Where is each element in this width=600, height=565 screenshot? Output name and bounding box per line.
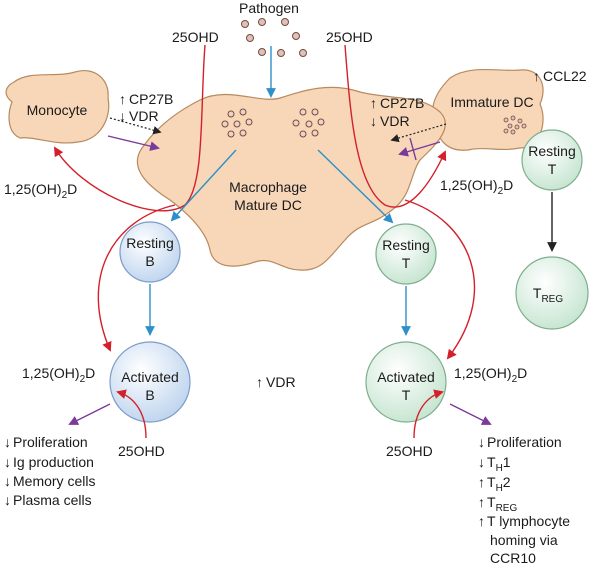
monocyte-cell [5,70,110,144]
macrophage-label-line1: Macrophage [229,179,307,195]
vdr-left-arrow: ↓ [119,108,126,124]
activated-b-effects-arrow [68,403,111,425]
resting-b-label-line2: B [145,253,154,269]
macrophage-vacuoles-left [221,108,253,138]
activated-b-label-line1: Activated [121,369,179,385]
vdr-center-label: VDR [266,374,296,390]
ohd-right-top-label: 25OHD [326,29,373,45]
cp27b-right-arrow: ↑ [370,95,377,111]
b-cell-effects-list: ↓Proliferation ↓Ig production ↓Memory ce… [4,434,95,508]
ohd-right-bottom-arrow [413,389,444,439]
resting-t-label-line2: T [402,255,411,271]
cp27b-left-label: CP27B [129,91,173,107]
ohd-left-bottom-label: 25OHD [118,443,165,459]
immature-dc-dotted-arrow [390,123,447,143]
t-effect-th1: ↓TH1 [478,454,511,474]
pathogen-label: Pathogen [239,0,299,16]
t-effect-th2: ↑TH2 [478,474,511,494]
t-effect-homing-line3: CCR10 [490,550,536,565]
b-effect-proliferation: ↓Proliferation [4,434,88,450]
immature-dc-label: Immature DC [450,94,533,110]
ccl22-up-arrow: ↑ [533,68,540,84]
b-effect-memory-cells: ↓Memory cells [4,473,95,489]
resting-b-label-line1: Resting [126,235,173,251]
vitd-left-lower-label: 1,25(OH)2D [22,365,95,385]
cp27b-right-label: CP27B [380,95,424,111]
macrophage-label-line2: Mature DC [234,197,302,213]
resting-t-cell [375,223,437,285]
monocyte-label: Monocyte [27,102,88,118]
vitd-right-lower-label: 1,25(OH)2D [454,365,527,385]
inhibition-cross [409,137,417,161]
ohd-right-curve-to-activated-t [404,199,476,360]
vdr-left-label: VDR [129,108,159,124]
vdr-right-arrow: ↓ [370,113,377,129]
t-cell-effects-list: ↓Proliferation ↓TH1 ↑TH2 ↑TREG ↑T lympho… [478,434,570,565]
resting-b-cell [119,221,181,283]
t-effect-homing-line1: ↑T lymphocyte [478,513,570,529]
ohd-left-curve-to-activated-b [97,204,176,352]
b-effect-ig-production: ↓Ig production [4,454,94,470]
resting-t-right-label-line2: T [548,161,557,177]
activated-t-effects-arrow [449,403,492,425]
activated-b-cell [109,341,191,423]
resting-t-label-line1: Resting [382,237,429,253]
ohd-right-curve-to-immature-dc [344,44,447,208]
ohd-left-top-label: 25OHD [172,29,219,45]
activated-b-label-line2: B [145,387,154,403]
ccl22-label: CCL22 [543,68,587,84]
immature-dc-granules [503,115,527,135]
t-effect-proliferation: ↓Proliferation [478,434,562,450]
t-effect-treg: ↑TREG [478,494,517,514]
resting-t-right-label-line1: Resting [528,143,575,159]
immature-dc-purple-arrow [398,141,441,157]
macrophage-to-resting-b-arrow [170,149,237,222]
monocyte-purple-arrow [107,135,160,151]
vitd-right-upper-label: 1,25(OH)2D [440,177,513,197]
ohd-right-bottom-label: 25OHD [386,443,433,459]
macrophage-to-resting-t-arrow [317,149,394,224]
vitd-left-upper-label: 1,25(OH)2D [4,181,77,201]
monocyte-dotted-arrow [109,117,162,135]
vdr-center-arrow: ↑ [256,374,263,390]
resting-t-right-cell [521,129,583,191]
cp27b-left-arrow: ↑ [119,91,126,107]
t-effect-homing-line2: homing via [490,532,558,548]
macrophage-vacuoles-right [292,108,325,138]
ohd-left-bottom-arrow [116,389,147,439]
b-effect-plasma-cells: ↓Plasma cells [4,492,92,508]
treg-label: TREG [533,285,563,305]
activated-t-label-line1: Activated [377,369,435,385]
activated-t-label-line2: T [402,387,411,403]
pathogen-particles [241,18,307,57]
vdr-right-label: VDR [380,113,410,129]
treg-cell [515,256,589,330]
